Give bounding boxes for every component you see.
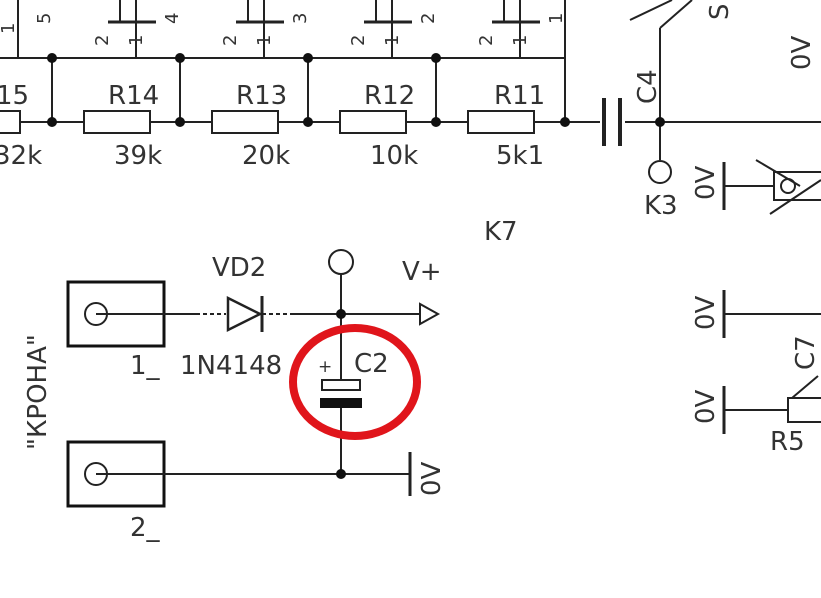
pin-label: 5: [34, 13, 55, 24]
c4-label: C4: [633, 69, 663, 104]
pin-label: 1: [126, 35, 147, 46]
terminal-1-label: 1_: [130, 351, 161, 381]
capacitor-c4: C4: [602, 69, 663, 146]
r13-value: 20k: [242, 141, 290, 171]
right-fragments: 0V 0V 0V C7 0V R5: [691, 35, 821, 457]
r11-label: R11: [494, 81, 545, 111]
zero-v-label: 0V: [691, 165, 721, 200]
capacitor-c2: + C2: [318, 349, 389, 474]
c7-label: C7: [791, 335, 821, 370]
resistor-r14: [83, 110, 151, 134]
r13-label: R13: [236, 81, 287, 111]
pin-label: 3: [290, 13, 311, 24]
terminal-2-label: 2_: [130, 513, 161, 543]
resistor-r15: [0, 110, 21, 134]
zero-v-label: 0V: [691, 295, 721, 330]
pin-label: 2: [476, 35, 497, 46]
vd2-label: VD2: [212, 253, 266, 283]
pin-label: 1: [0, 23, 19, 34]
r11-value: 5k1: [496, 141, 544, 171]
pin-label: 1: [546, 13, 567, 24]
c2-label: C2: [354, 349, 389, 379]
k7-label: K7: [484, 217, 518, 247]
pin-label: 1: [382, 35, 403, 46]
r15-label: 15: [0, 81, 29, 111]
switch-contacts: 1 5 2 1 4 2 1 3 2 1 2 2 1 1: [0, 0, 567, 58]
pin-label: 4: [162, 13, 183, 24]
r14-value: 39k: [114, 141, 162, 171]
krona-label: "КРОНА": [23, 334, 53, 450]
pin-label: 2: [92, 35, 113, 46]
r12-value: 10k: [370, 141, 418, 171]
vplus-terminal: V+: [402, 257, 442, 326]
vplus-label: V+: [402, 257, 442, 287]
s-label: S: [705, 3, 735, 20]
r12-label: R12: [364, 81, 415, 111]
diode-vd2: VD2 1N4148: [180, 253, 282, 381]
pin-label: 2: [418, 13, 439, 24]
resistor-r11: [467, 110, 535, 134]
r14-label: R14: [108, 81, 159, 111]
zero-v-label: 0V: [417, 461, 447, 496]
pin-label: 2: [220, 35, 241, 46]
resistor-ladder: 15 R14 R13 R12 R11 32k 39k 20k 10k 5k1: [0, 0, 821, 171]
r5-label: R5: [770, 427, 805, 457]
resistor-r13: [211, 110, 279, 134]
highlight-circle: [289, 324, 421, 440]
pin-label: 1: [254, 35, 275, 46]
vd2-part-label: 1N4148: [180, 351, 282, 381]
pin-label: 1: [510, 35, 531, 46]
battery-terminal-1: 1_: [66, 280, 166, 381]
k3-label: K3: [644, 191, 678, 221]
r15-value: 32k: [0, 141, 42, 171]
pin-label: 2: [348, 35, 369, 46]
ground-0v: 0V: [408, 452, 447, 496]
zero-v-label: 0V: [691, 389, 721, 424]
node-k3: K3 S: [629, 0, 735, 221]
resistor-r12: [339, 110, 407, 134]
zero-v-label: 0V: [787, 35, 817, 70]
battery-terminal-2: 2_: [66, 440, 166, 543]
c2-plus-label: +: [318, 357, 332, 377]
